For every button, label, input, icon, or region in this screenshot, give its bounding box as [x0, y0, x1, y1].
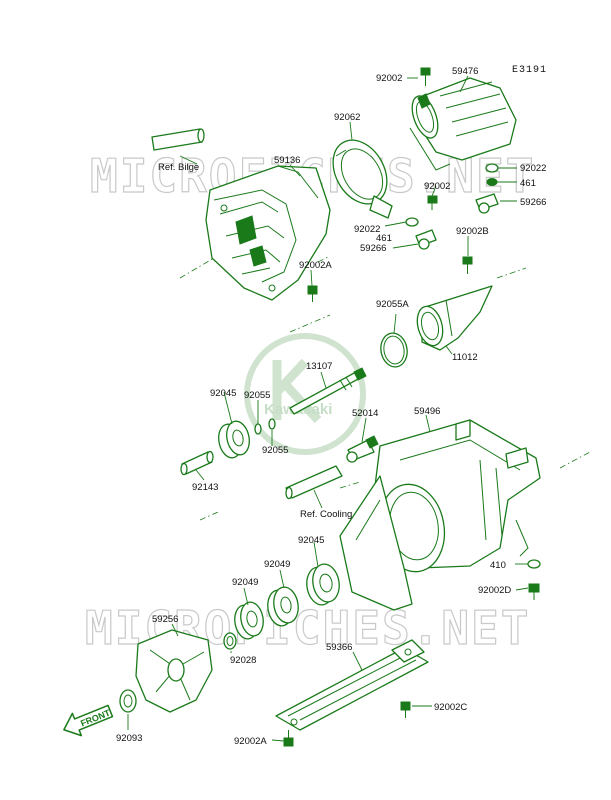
label-461-left: 461 — [376, 233, 392, 244]
label-59266-right: 59266 — [520, 197, 546, 208]
plate-59366 — [275, 639, 429, 731]
label-92002A-bottom: 92002A — [234, 736, 267, 747]
label-ref-bilge: Ref. Bilge — [158, 162, 199, 173]
label-92022-right: 92022 — [520, 163, 546, 174]
bolt-92002A-bottom — [283, 730, 294, 747]
label-92002-mid: 92002 — [424, 181, 450, 192]
spacer-92143 — [180, 450, 214, 476]
bearing-92045-top — [218, 420, 250, 459]
label-59496: 59496 — [414, 406, 440, 417]
label-59366: 59366 — [326, 642, 352, 653]
label-13107: 13107 — [306, 361, 332, 372]
bolt-92002-top — [420, 67, 431, 86]
bilge-hose — [151, 128, 205, 151]
o-ring-92055A — [380, 332, 408, 368]
drive-shaft-13107 — [289, 367, 367, 415]
label-92049-a: 92049 — [232, 577, 258, 588]
bolt-92002D — [528, 583, 540, 600]
ring-92028 — [223, 632, 237, 650]
label-92045-top: 92045 — [210, 388, 236, 399]
bolt-92002B — [462, 256, 473, 274]
fitting-52014 — [346, 435, 379, 463]
exit-shroud — [339, 475, 413, 611]
label-11012: 11012 — [452, 352, 478, 363]
bolt-92002A-top — [307, 285, 318, 302]
label-461-right: 461 — [520, 178, 536, 189]
boot-59476 — [409, 77, 517, 171]
washer-92093 — [119, 689, 137, 713]
front-arrow: FRONT — [63, 704, 114, 737]
bearing-92045-low — [306, 563, 340, 606]
fitting-59266-left — [415, 229, 437, 250]
impeller-59256 — [135, 629, 213, 713]
label-92055-a: 92055 — [244, 390, 270, 401]
label-59136: 59136 — [274, 155, 300, 166]
label-92093: 92093 — [116, 733, 142, 744]
part-labels: E3191 92002 59476 92062 Ref. Bilge 59136… — [116, 65, 547, 747]
pump-housing-59136 — [205, 165, 331, 301]
bearing-92049-b — [267, 586, 299, 627]
fitting-59266-right — [475, 193, 499, 214]
label-ref-cooling: Ref. Cooling — [300, 509, 352, 520]
axis-lines — [179, 255, 591, 521]
label-92002A-top: 92002A — [299, 260, 332, 271]
label-92062: 92062 — [334, 112, 360, 123]
clamp-ring-92062 — [332, 139, 393, 219]
label-92028: 92028 — [230, 655, 256, 666]
label-59266-left: 59266 — [360, 243, 386, 254]
label-59256: 59256 — [152, 614, 178, 625]
ring-92055-b — [268, 418, 276, 430]
washers-left — [405, 217, 419, 227]
leader-lines — [127, 75, 529, 742]
label-59476: 59476 — [452, 66, 478, 77]
bolt-92002-mid — [427, 195, 438, 210]
label-52014: 52014 — [352, 408, 378, 419]
diagram-code: E3191 — [512, 65, 547, 76]
label-92055-b: 92055 — [262, 445, 288, 456]
bolt-92002C — [400, 701, 411, 718]
label-92002B: 92002B — [456, 226, 489, 237]
nozzle-11012 — [416, 285, 493, 351]
ring-92055-a — [254, 423, 262, 435]
cooling-hose — [285, 465, 343, 500]
label-92049-b: 92049 — [264, 559, 290, 570]
label-92002C: 92002C — [434, 702, 467, 713]
bearing-92049-a — [234, 601, 264, 640]
label-92022-left: 92022 — [354, 224, 380, 235]
label-410: 410 — [490, 560, 506, 571]
label-92002D: 92002D — [478, 585, 511, 596]
label-92002-top: 92002 — [376, 73, 402, 84]
label-92055A: 92055A — [376, 299, 409, 310]
label-92045-low: 92045 — [298, 535, 324, 546]
label-92143: 92143 — [192, 482, 218, 493]
washer-410 — [527, 559, 541, 569]
